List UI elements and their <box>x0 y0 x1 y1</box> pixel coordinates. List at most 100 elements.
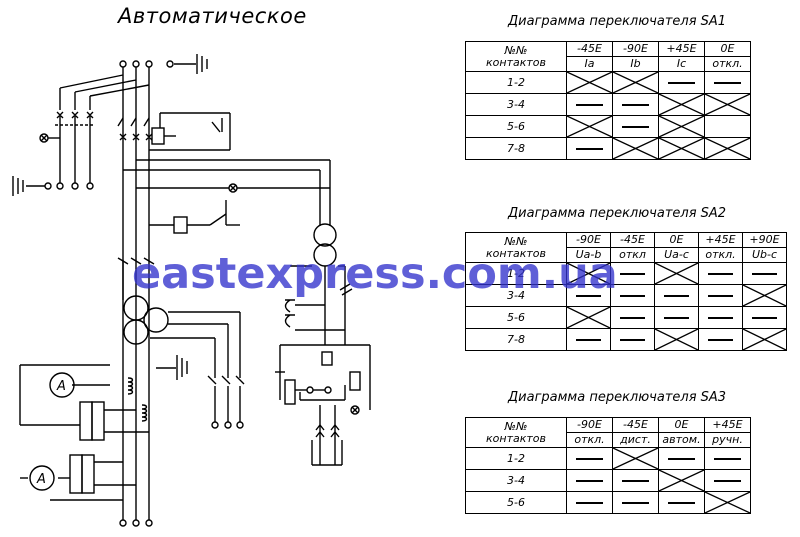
contact-open-dash <box>610 306 655 329</box>
contact-pair-label: 1-2 <box>465 71 567 94</box>
ammeter-bottom-label: A <box>36 472 46 487</box>
column-angle: +45E <box>658 41 705 57</box>
column-angle: 0E <box>658 417 705 433</box>
ammeter-bottom <box>29 465 55 491</box>
contact-open-dash <box>658 447 705 470</box>
contact-closed-cross <box>566 306 611 329</box>
table-row: 7-8 <box>465 137 751 160</box>
ammeters: A A <box>29 372 75 491</box>
dash-mark <box>714 82 741 84</box>
left-breaker <box>12 74 150 196</box>
top-terminals <box>119 54 208 74</box>
dash-mark <box>668 502 695 504</box>
column-angle: -45E <box>566 41 613 57</box>
current-transformers <box>19 257 245 501</box>
contact-closed-cross <box>654 262 699 285</box>
header-contacts-line2: контактов <box>486 55 546 69</box>
contact-closed-cross <box>742 284 787 307</box>
ammeter-top <box>49 372 75 398</box>
table-row: 5-6 <box>465 491 751 514</box>
column-mode: ручн. <box>704 432 751 448</box>
dash-mark <box>707 317 734 319</box>
column-angle: -45E <box>612 417 659 433</box>
table-row: 7-8 <box>465 328 787 351</box>
dash-mark <box>622 480 649 482</box>
table-row: 1-2 <box>465 71 751 94</box>
dash-mark <box>576 480 603 482</box>
contact-closed-cross <box>566 115 613 138</box>
sa1-title: Диаграмма переключателя SA1 <box>508 14 727 29</box>
column-mode: автом. <box>658 432 705 448</box>
header-contacts-line1: №№ <box>504 43 528 57</box>
table-row: 1-2 <box>465 447 751 470</box>
contact-open-dash <box>654 284 699 307</box>
dash-mark <box>751 273 778 275</box>
dash-mark <box>707 273 734 275</box>
contact-pair-label: 1-2 <box>465 447 567 470</box>
contact-closed-cross <box>566 71 613 94</box>
contact-pair-label: 3-4 <box>465 93 567 116</box>
dash-mark <box>619 273 646 275</box>
dash-mark <box>576 104 603 106</box>
dash-mark <box>663 295 690 297</box>
column-angle: -90E <box>566 232 611 248</box>
dash-mark <box>576 148 603 150</box>
contact-open-dash <box>566 328 611 351</box>
contact-open-dash <box>704 469 751 492</box>
wiring-schematic: A A <box>12 54 371 527</box>
contact-closed-cross <box>742 328 787 351</box>
column-angle: 0E <box>654 232 699 248</box>
table-row: 3-4 <box>465 93 751 116</box>
contact-pair-label: 1-2 <box>465 262 567 285</box>
contact-open-dash <box>698 328 743 351</box>
contact-open-dash <box>566 469 613 492</box>
contact-open-dash <box>610 328 655 351</box>
contact-open-dash <box>698 284 743 307</box>
dash-mark <box>663 317 690 319</box>
schematic-title: Автоматическое <box>118 4 307 28</box>
header-contacts-line2: контактов <box>486 431 546 445</box>
table-row: 3-4 <box>465 469 751 492</box>
column-mode: Ia <box>566 56 613 72</box>
dash-mark <box>575 295 602 297</box>
contact-closed-cross <box>612 447 659 470</box>
dash-mark <box>622 126 649 128</box>
right-transformer <box>275 223 371 466</box>
dash-mark <box>668 82 695 84</box>
contact-pair-label: 5-6 <box>465 306 567 329</box>
contact-closed-cross <box>704 93 751 116</box>
contact-closed-cross <box>658 115 705 138</box>
contact-empty <box>704 115 751 138</box>
contact-open-dash <box>698 306 743 329</box>
contact-pair-label: 3-4 <box>465 284 567 307</box>
column-angle: +45E <box>698 232 743 248</box>
contact-closed-cross <box>612 137 659 160</box>
column-mode: Ic <box>658 56 705 72</box>
column-mode: Ua-c <box>654 247 699 263</box>
dash-mark <box>619 317 646 319</box>
contact-open-dash <box>566 447 613 470</box>
column-angle: 0E <box>704 41 751 57</box>
column-mode: откл. <box>698 247 743 263</box>
dash-mark <box>622 502 649 504</box>
column-angle: +90E <box>742 232 787 248</box>
contact-open-dash <box>566 491 613 514</box>
dash-mark <box>576 458 603 460</box>
table-row: 5-6 <box>465 115 751 138</box>
contact-open-dash <box>612 115 659 138</box>
contact-closed-cross <box>658 137 705 160</box>
dash-mark <box>576 502 603 504</box>
column-mode: дист. <box>612 432 659 448</box>
dash-mark <box>707 295 734 297</box>
column-mode: Ub-c <box>742 247 787 263</box>
contact-pair-label: 7-8 <box>465 137 567 160</box>
column-angle: +45E <box>704 417 751 433</box>
column-mode: откл. <box>566 432 613 448</box>
dash-mark <box>622 104 649 106</box>
contact-closed-cross <box>704 137 751 160</box>
watermark: eastexpress.com.ua <box>132 249 618 299</box>
contact-open-dash <box>704 447 751 470</box>
